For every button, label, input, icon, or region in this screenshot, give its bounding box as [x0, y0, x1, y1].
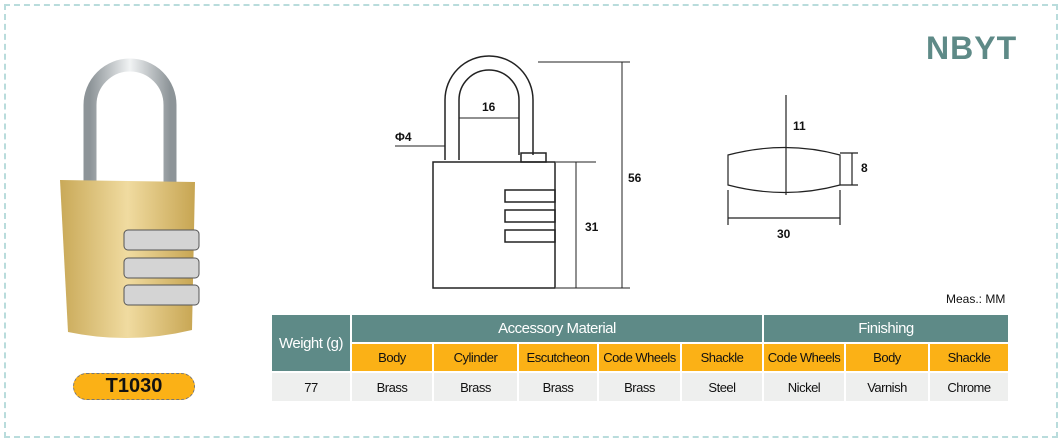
- cell: Brass: [434, 373, 517, 401]
- table-row: 77 Brass Brass Brass Brass Steel Nickel …: [272, 373, 1008, 401]
- padlock-photo: [60, 58, 200, 339]
- dim-shackle-width: 16: [482, 100, 496, 114]
- cell: Nickel: [764, 373, 844, 401]
- dim-total-height: 56: [628, 171, 642, 185]
- dim-wheel-width: 30: [777, 227, 791, 241]
- group-accessory-material: Accessory Material: [352, 315, 762, 342]
- group-finishing: Finishing: [764, 315, 1008, 342]
- cell: Varnish: [846, 373, 928, 401]
- dashed-frame: [4, 4, 1058, 438]
- cell: Brass: [599, 373, 680, 401]
- brand-logo: NBYT: [926, 30, 1018, 66]
- subheader: Cylinder: [434, 344, 517, 371]
- cell: Steel: [682, 373, 762, 401]
- subheader: Body: [846, 344, 928, 371]
- cell: Brass: [352, 373, 432, 401]
- subheader: Code Wheels: [764, 344, 844, 371]
- measurement-unit: Meas.: MM: [946, 292, 1006, 306]
- subheader: Shackle: [930, 344, 1008, 371]
- cell: 77: [272, 373, 350, 401]
- subheader: Body: [352, 344, 432, 371]
- dim-wheel-gap: 11: [793, 119, 806, 133]
- subheader: Code Wheels: [599, 344, 680, 371]
- subheader: Escutcheon: [519, 344, 597, 371]
- dim-shackle-diameter: Φ4: [395, 130, 412, 144]
- front-view-drawing: [395, 55, 630, 289]
- weight-header: Weight (g): [272, 315, 350, 371]
- wheel-drawing: [727, 95, 858, 225]
- model-badge: T1030: [73, 373, 195, 400]
- cell: Brass: [519, 373, 597, 401]
- cell: Chrome: [930, 373, 1008, 401]
- spec-table: Weight (g) Accessory Material Finishing …: [270, 313, 1010, 403]
- dim-body-height: 31: [585, 220, 599, 234]
- subheader: Shackle: [682, 344, 762, 371]
- dim-wheel-height: 8: [861, 161, 868, 175]
